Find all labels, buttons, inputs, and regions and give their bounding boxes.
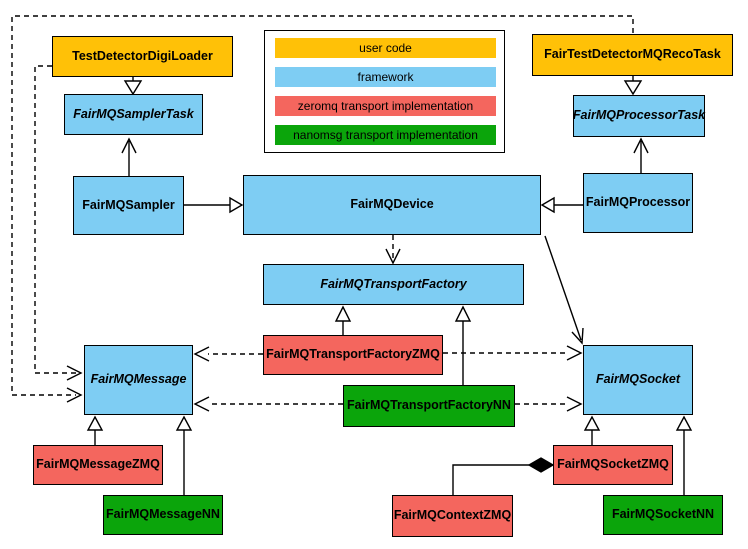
hollow-triangle [229,196,244,214]
open-arrowhead [566,396,583,412]
edge-message-nn-inherits-message [175,415,193,495]
node-fair-test-detector-mq-reco-task: FairTestDetectorMQRecoTask [532,34,733,76]
edge-socket-zmq-inherits-socket [583,415,601,445]
edge-digi-loader-inherits-sampler-task [123,77,143,96]
hollow-triangle [334,305,352,322]
node-fairmq-transport-factory: FairMQTransportFactory [263,264,524,305]
legend-item-framework: framework [275,67,496,87]
hollow-triangle [623,80,643,96]
node-fairmq-sampler-task: FairMQSamplerTask [64,94,203,135]
dashed-line [34,65,76,374]
open-arrowhead [66,365,83,381]
node-fairmq-message-zmq: FairMQMessageZMQ [33,445,163,485]
open-arrowhead [385,248,401,265]
node-fairmq-context-zmq: FairMQContextZMQ [392,495,513,537]
edge-sampler-inherits-device [184,196,244,214]
hollow-triangle [583,415,601,431]
legend: user code framework zeromq transport imp… [264,30,505,153]
edge-factory-nn-to-message-dependency [193,396,343,412]
hollow-triangle [675,415,693,431]
open-arrowhead [193,396,210,412]
edge-processor-to-processor-task [633,137,649,173]
edge-sampler-to-sampler-task [121,137,137,176]
legend-item-zeromq: zeromq transport implementation [275,96,496,116]
node-fairmq-transport-factory-nn: FairMQTransportFactoryNN [343,385,515,427]
legend-item-nanomsg: nanomsg transport implementation [275,125,496,145]
filled-diamond [527,457,555,473]
edge-line [544,235,582,341]
legend-item-user-code: user code [275,38,496,58]
edge-factory-zmq-to-socket-dependency [443,345,583,361]
hollow-triangle [175,415,193,431]
open-arrowhead [566,345,583,361]
node-fairmq-device: FairMQDevice [243,175,541,235]
open-arrowhead [633,137,649,154]
edge-socket-zmq-composes-context-zmq [452,457,555,495]
edge-reco-task-inherits-processor-task [623,76,643,96]
node-fairmq-transport-factory-zmq: FairMQTransportFactoryZMQ [263,335,443,375]
edge-line [452,464,529,495]
edge-digi-loader-to-message-dependency [34,65,83,381]
node-fairmq-processor-task: FairMQProcessorTask [573,95,705,137]
edge-reco-task-to-message-dependency [11,15,634,403]
open-arrowhead [571,327,584,345]
node-test-detector-digi-loader: TestDetectorDigiLoader [52,36,233,77]
open-arrowhead [121,137,137,154]
node-fairmq-socket-nn: FairMQSocketNN [603,495,723,535]
edge-device-to-transport-factory-dependency [385,235,401,265]
edge-processor-inherits-device [540,196,583,214]
hollow-triangle [123,80,143,96]
node-fairmq-sampler: FairMQSampler [73,176,184,235]
node-fairmq-message-nn: FairMQMessageNN [103,495,223,535]
node-fairmq-socket-zmq: FairMQSocketZMQ [553,445,673,485]
hollow-triangle [86,415,104,431]
hollow-triangle [540,196,555,214]
edge-message-zmq-inherits-message [86,415,104,445]
edge-socket-nn-inherits-socket [675,415,693,495]
edge-factory-nn-to-socket-dependency [515,396,583,412]
node-fairmq-socket: FairMQSocket [583,345,693,415]
edge-factory-nn-inherits-transport-factory [454,305,472,385]
hollow-triangle [454,305,472,322]
open-arrowhead [193,346,210,362]
edge-device-to-socket [544,235,584,345]
node-fairmq-processor: FairMQProcessor [583,173,693,233]
node-fairmq-message: FairMQMessage [84,345,193,415]
dashed-line [11,15,634,396]
open-arrowhead [66,387,83,403]
edge-factory-zmq-inherits-transport-factory [334,305,352,335]
edge-factory-zmq-to-message-dependency [193,346,263,362]
